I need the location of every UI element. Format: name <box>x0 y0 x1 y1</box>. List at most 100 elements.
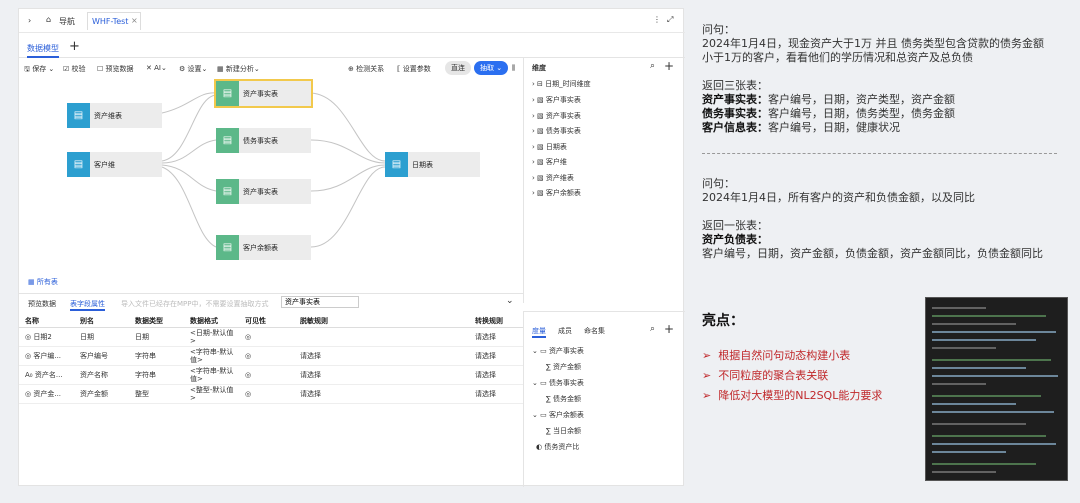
new-analysis-button[interactable]: ▦ 新建分析⌄ <box>217 65 260 73</box>
measure-label: 债务资产比 <box>544 443 580 451</box>
field-type[interactable]: 字符串 <box>129 365 184 385</box>
field-format[interactable]: <日期-默认值> <box>184 327 239 347</box>
measure-label: 债务金额 <box>552 395 581 403</box>
field-name: 资产名... <box>34 370 63 379</box>
table-header-row: 名称 别名 数据类型 数据格式 可见性 脱敏规则 转换规则 <box>19 315 523 328</box>
close-icon[interactable]: × <box>131 16 138 25</box>
field-mask[interactable]: 请选择 <box>294 365 469 385</box>
tab-members[interactable]: 成员 <box>558 327 572 335</box>
field-type[interactable]: 字符串 <box>129 346 184 366</box>
measures-panel: 度量 成员 命名集 ⌕ + ⌄ ▭ 资产事实表 ∑ 资产金额 ⌄ ▭ 债务事实表… <box>523 311 685 487</box>
node-asset-fact[interactable]: ▤资产事实表 <box>214 79 313 108</box>
node-balance-table[interactable]: ▤客户余额表 <box>216 235 311 260</box>
tree-item[interactable]: › ▧ 资产事实表 <box>532 112 581 120</box>
measure-item[interactable]: ∑ 资产金额 <box>546 363 581 371</box>
node-asset-dim[interactable]: ▤资产维表 <box>67 103 162 128</box>
table-row[interactable]: ◎ 资产金...资产金额整型<整型-默认值>◎请选择请选择 <box>19 384 523 404</box>
notes-panel: 问句： 2024年1月4日，现金资产大于1万 并且 债务类型包含贷款的债务金额 … <box>702 0 1072 503</box>
field-format[interactable]: <字符串-默认值> <box>184 365 239 385</box>
params-label: 设置参数 <box>402 65 431 73</box>
tab-preview-data[interactable]: 预览数据 <box>28 300 56 308</box>
measure-label: 当日余额 <box>552 427 581 435</box>
nav-label[interactable]: 导航 <box>59 17 75 26</box>
add-tab-button[interactable]: + <box>69 39 80 54</box>
all-tables-link[interactable]: ▦ 所有表 <box>28 278 58 286</box>
field-convert[interactable]: 请选择 <box>469 346 523 366</box>
node-debt-fact[interactable]: ▤债务事实表 <box>216 128 311 153</box>
tree-item[interactable]: › ▧ 资产维表 <box>532 174 574 182</box>
node-date-table[interactable]: ▤日期表 <box>385 152 480 177</box>
tab-named-sets[interactable]: 命名集 <box>584 327 605 335</box>
field-format[interactable]: <整型-默认值> <box>184 384 239 404</box>
table-icon: ▤ <box>216 81 239 106</box>
node-customer-dim[interactable]: ▤客户维 <box>67 152 162 177</box>
table-row[interactable]: ◎ 客户编...客户编号字符串<字符串-默认值>◎请选择请选择 <box>19 346 523 366</box>
tree-item[interactable]: › ▧ 客户维 <box>532 158 567 166</box>
detect-relation-button[interactable]: ⊕ 检测关系 <box>348 65 385 73</box>
more-icon[interactable]: ⋮ <box>653 15 661 24</box>
tab-field-properties[interactable]: 表字段属性 <box>70 299 105 311</box>
node-asset-fact-2[interactable]: ▤资产事实表 <box>216 179 311 204</box>
tree-item[interactable]: › ▧ 日期表 <box>532 143 567 151</box>
field-type[interactable]: 日期 <box>129 327 184 347</box>
measure-item[interactable]: ◐ 债务资产比 <box>536 443 580 451</box>
table-select-input[interactable] <box>281 296 359 308</box>
save-button[interactable]: 🖫 保存 ⌄ <box>24 65 55 73</box>
verify-button[interactable]: ☑ 校验 <box>63 65 86 73</box>
model-canvas[interactable]: ▤资产维表 ▤客户维 ▤资产事实表 ▤债务事实表 ▤资产事实表 ▤客户余额表 ▤… <box>19 77 523 291</box>
visible-icon[interactable]: ◎ <box>239 365 294 385</box>
preview-button[interactable]: ☐ 预览数据 <box>97 65 134 73</box>
visible-icon[interactable]: ◎ <box>239 327 294 347</box>
measure-group[interactable]: ⌄ ▭ 债务事实表 <box>532 379 584 387</box>
field-alias[interactable]: 资产金额 <box>74 384 129 404</box>
tab-whf-test[interactable]: WHF-Test × <box>87 12 141 30</box>
result-table-name: 客户信息表： <box>702 121 768 134</box>
field-mask[interactable]: 请选择 <box>294 384 469 404</box>
tree-item[interactable]: › ▧ 客户事实表 <box>532 96 581 104</box>
tree-item-label: 客户事实表 <box>545 96 581 104</box>
set-params-button[interactable]: ⟦ 设置参数 <box>397 65 431 73</box>
ai-button[interactable]: ✕ AI⌄ <box>146 64 167 72</box>
extract-toggle[interactable]: 抽取 ⌄ <box>474 61 509 75</box>
expand-icon[interactable]: › <box>28 16 32 25</box>
visible-icon[interactable]: ◎ <box>239 384 294 404</box>
table-row[interactable]: A₀ 资产名...资产名称字符串<字符串-默认值>◎请选择请选择 <box>19 365 523 385</box>
field-type[interactable]: 整型 <box>129 384 184 404</box>
measure-group[interactable]: ⌄ ▭ 资产事实表 <box>532 347 584 355</box>
field-alias[interactable]: 日期 <box>74 327 129 347</box>
direct-toggle[interactable]: 直连 <box>445 61 471 75</box>
search-icon[interactable]: ⌕ <box>650 61 656 71</box>
search-icon[interactable]: ⌕ <box>650 324 656 334</box>
measure-item[interactable]: ∑ 债务金额 <box>546 395 581 403</box>
visible-icon[interactable]: ◎ <box>239 346 294 366</box>
tree-item[interactable]: › ⊟ 日期_时间维度 <box>532 80 591 88</box>
field-convert[interactable]: 请选择 <box>469 384 523 404</box>
settings-button[interactable]: ⚙ 设置⌄ <box>179 65 208 73</box>
tree-item[interactable]: › ▧ 客户余额表 <box>532 189 581 197</box>
result-line: 客户信息表：客户编号，日期，健康状况 <box>702 121 900 135</box>
field-type-icon: ◎ <box>25 351 32 360</box>
tree-item[interactable]: › ▧ 债务事实表 <box>532 127 581 135</box>
field-format[interactable]: <字符串-默认值> <box>184 346 239 366</box>
fullscreen-icon[interactable]: ⤢ <box>667 15 674 24</box>
columns-icon[interactable]: ⫼ <box>512 64 516 72</box>
highlight-text: 根据自然问句动态构建小表 <box>718 349 851 362</box>
bi-app-window: › ⌂ 导航 WHF-Test × ⋮ ⤢ 数据模型 + 🖫 保存 ⌄ ☑ 校验… <box>18 8 685 487</box>
field-convert[interactable]: 请选择 <box>469 365 523 385</box>
measure-group[interactable]: ⌄ ▭ 客户余额表 <box>532 411 584 419</box>
tab-measures[interactable]: 度量 <box>532 326 546 338</box>
field-alias[interactable]: 资产名称 <box>74 365 129 385</box>
field-mask[interactable]: 请选择 <box>294 346 469 366</box>
field-mask[interactable] <box>294 327 469 347</box>
add-icon[interactable]: + <box>664 59 675 73</box>
field-alias[interactable]: 客户编号 <box>74 346 129 366</box>
field-convert[interactable]: 请选择 <box>469 327 523 347</box>
add-icon[interactable]: + <box>664 322 675 336</box>
home-icon[interactable]: ⌂ <box>46 15 52 24</box>
measure-item[interactable]: ∑ 当日余额 <box>546 427 581 435</box>
code-lines-image <box>932 307 1058 473</box>
result-title: 返回一张表： <box>702 219 768 232</box>
chevron-down-icon[interactable]: ⌄ <box>506 296 514 306</box>
tab-data-model[interactable]: 数据模型 <box>27 43 59 58</box>
